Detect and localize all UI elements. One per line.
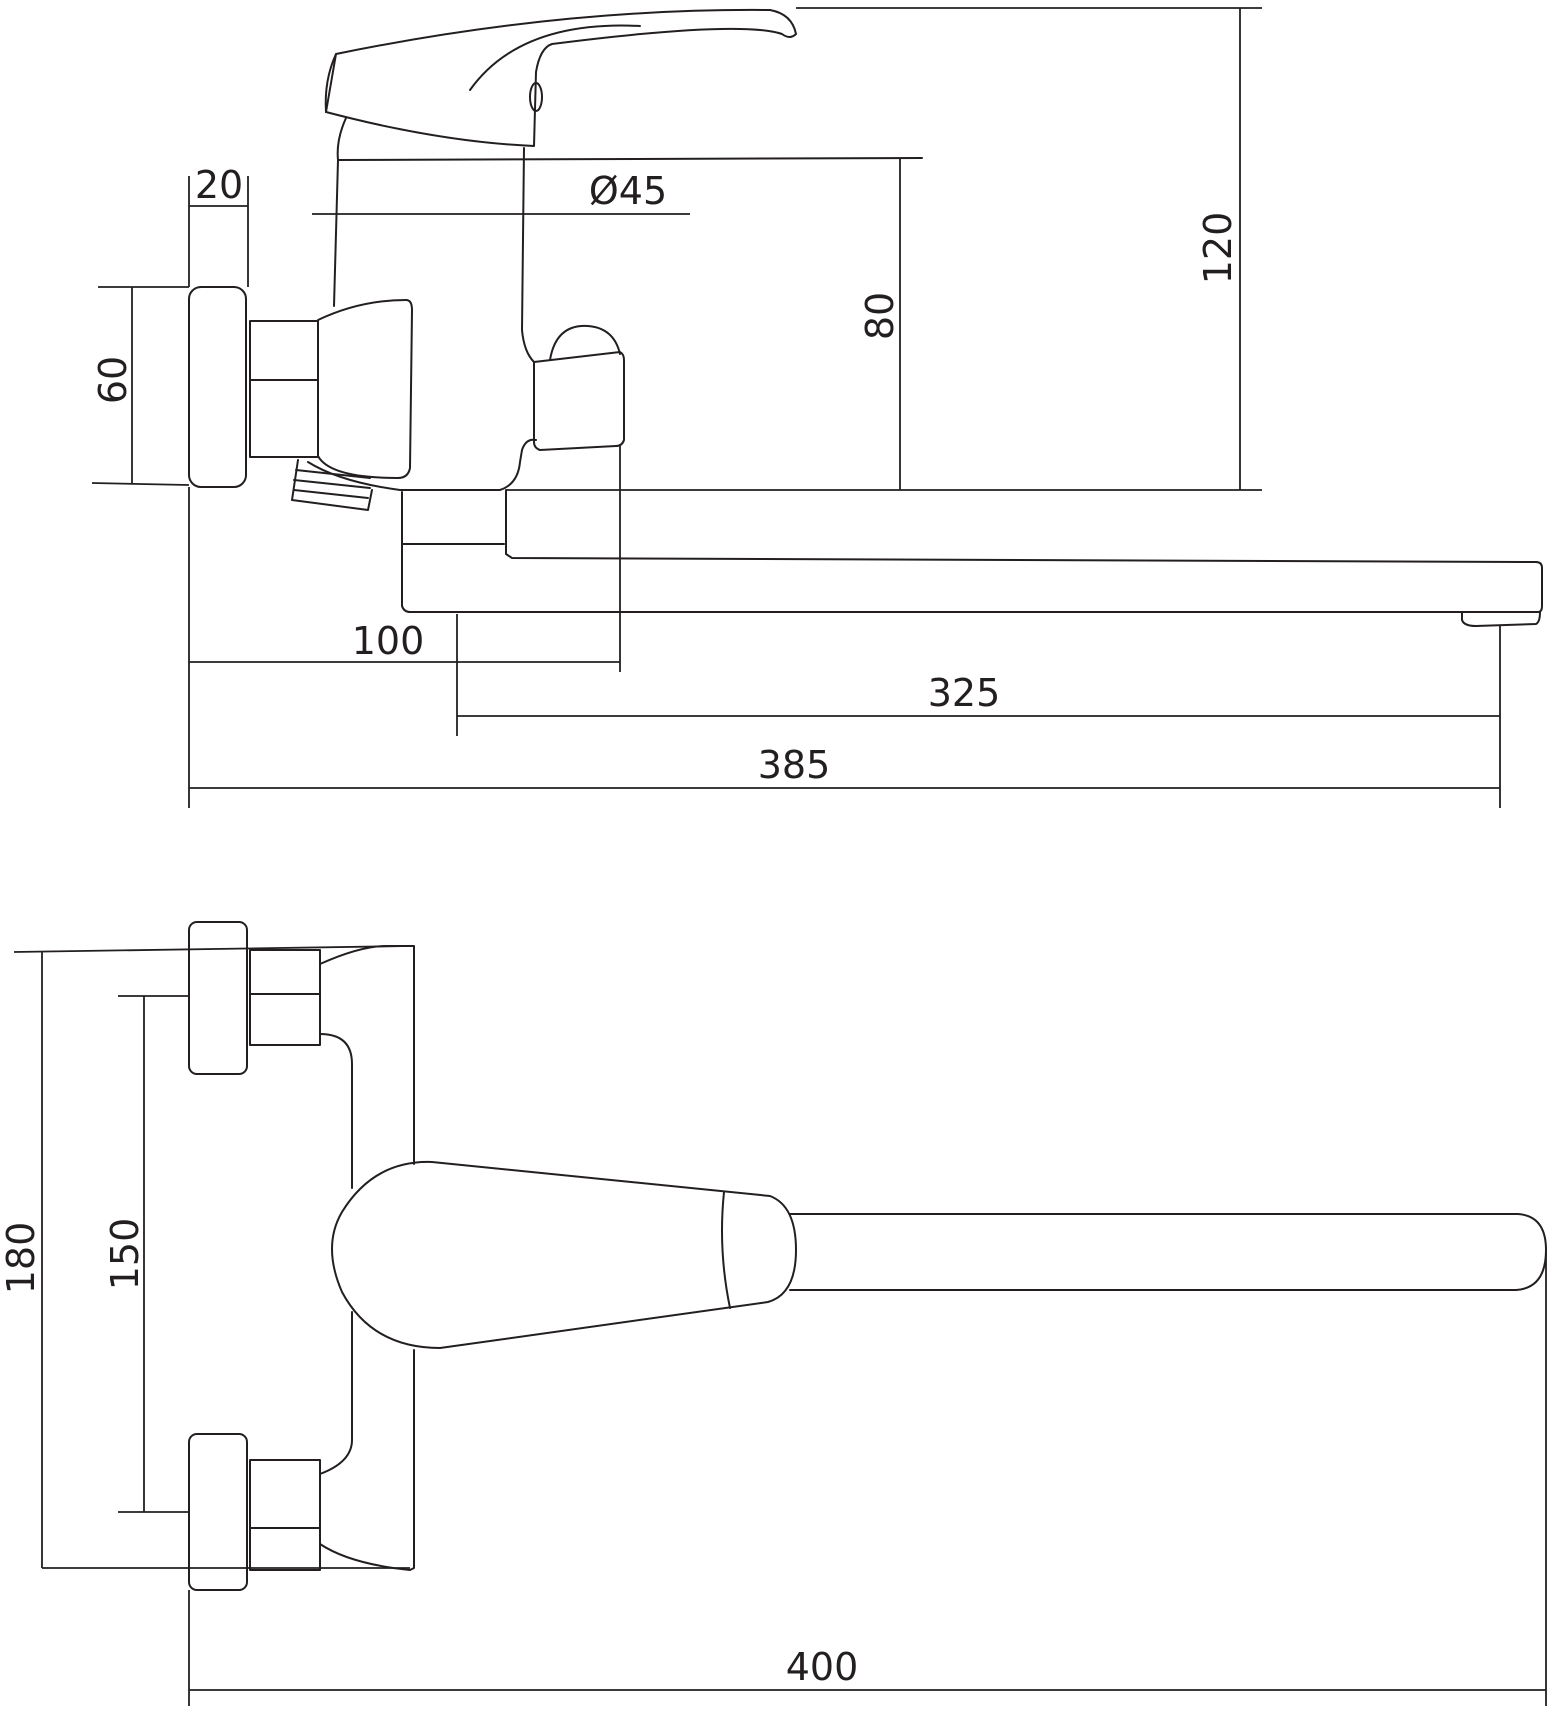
dim-inlet-to-diverter: 100: [188, 446, 621, 808]
label-80: 80: [858, 292, 902, 340]
lever-handle-edge: [324, 53, 337, 113]
lower-eccentric: [249, 1459, 321, 1571]
top-view: 180 150 400: [0, 921, 1547, 1706]
dim-total-height: 120: [506, 7, 1262, 491]
cartridge-top-line: [337, 157, 923, 161]
lever-screw: [529, 82, 543, 112]
cartridge-body-right: [521, 147, 535, 363]
label-120: 120: [1196, 212, 1240, 285]
label-60: 60: [91, 356, 135, 404]
body-bottom-edge: [319, 1349, 415, 1571]
dim-spout-reach: 325: [456, 614, 1501, 808]
eccentric-fitting: [249, 320, 319, 458]
dim-wall-plate-depth: 20: [188, 163, 249, 287]
label-150: 150: [103, 1218, 147, 1291]
dim-body-height: 80: [858, 158, 902, 490]
label-385: 385: [758, 743, 831, 787]
lever-top-view: [331, 1160, 797, 1349]
wall-plate: [188, 286, 247, 488]
label-180: 180: [0, 1222, 43, 1295]
spout-top-view: [789, 1213, 1547, 1291]
label-400: 400: [786, 1645, 859, 1689]
diverter-knob: [549, 324, 621, 361]
lever-top-groove: [721, 1191, 731, 1309]
dim-eccentric-height: 60: [91, 286, 190, 486]
label-20: 20: [195, 163, 243, 207]
spout-base: [401, 491, 505, 545]
body-bottom: [307, 438, 537, 491]
upper-wall-plate: [188, 921, 248, 1075]
diverter-body: [533, 351, 625, 451]
spout: [401, 489, 1543, 613]
lever-handle: [325, 8, 797, 147]
label-100: 100: [352, 619, 425, 663]
upper-eccentric: [249, 949, 321, 1046]
body-left-upper: [319, 1033, 353, 1189]
label-325: 325: [928, 671, 1001, 715]
dim-total-length: 385: [189, 743, 1500, 789]
dim-cartridge-diameter: Ø45: [312, 169, 690, 215]
dim-inlet-spacing: 150: [103, 995, 189, 1513]
body-left-lower: [319, 1311, 353, 1475]
lever-handle-crease: [469, 24, 641, 91]
lower-wall-plate: [188, 1433, 248, 1591]
side-view: 20 Ø45 60 80 120: [91, 7, 1543, 808]
spout-aerator: [1461, 611, 1541, 627]
left-nut: [317, 299, 413, 479]
dim-top-total-length: 400: [188, 1252, 1547, 1706]
dim-total-width: 180: [0, 945, 411, 1569]
label-d45: Ø45: [589, 169, 667, 213]
body-top-edge: [319, 945, 415, 1165]
cartridge-body: [333, 117, 347, 307]
